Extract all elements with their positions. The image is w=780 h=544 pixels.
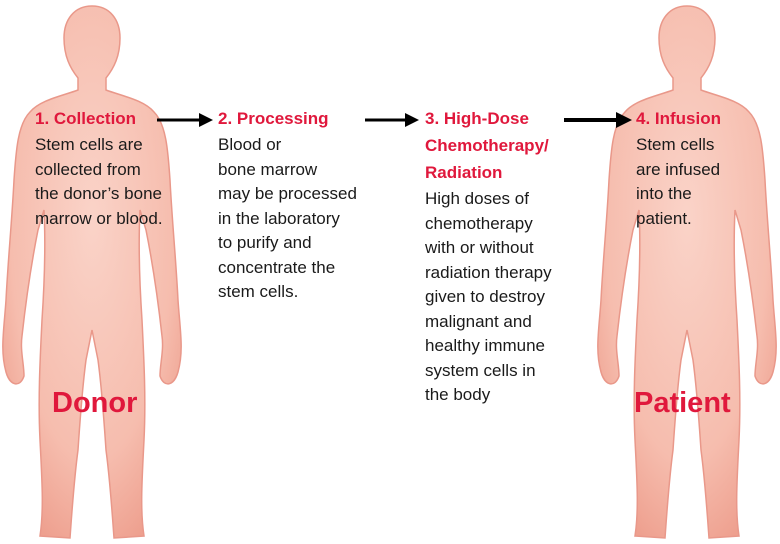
description-line: the donor’s bone xyxy=(35,182,163,207)
description-line: patient. xyxy=(636,207,721,232)
description-line: in the laboratory xyxy=(218,207,357,232)
right-arrow-icon xyxy=(365,110,421,130)
patient-label: Patient xyxy=(634,387,731,419)
donor-body-figure xyxy=(0,0,185,544)
description-line: the body xyxy=(425,383,552,408)
description-line: are infused xyxy=(636,158,721,183)
donor-body-silhouette xyxy=(3,6,181,538)
description-line: into the xyxy=(636,182,721,207)
description-line: concentrate the xyxy=(218,256,357,281)
step-title-line: Radiation xyxy=(425,162,552,184)
description-line: system cells in xyxy=(425,359,552,384)
step-high-dose-therapy: 3. High-Dose Chemotherapy/ Radiation Hig… xyxy=(425,108,552,408)
description-line: Stem cells xyxy=(636,133,721,158)
description-line: chemotherapy xyxy=(425,212,552,237)
description-line: radiation therapy xyxy=(425,261,552,286)
description-line: stem cells. xyxy=(218,280,357,305)
description-line: collected from xyxy=(35,158,163,183)
right-arrow-icon xyxy=(157,110,215,130)
step-title: 1. Collection xyxy=(35,108,163,130)
step-description: High doses of chemotherapy with or witho… xyxy=(425,187,552,408)
description-line: may be processed xyxy=(218,182,357,207)
description-line: given to destroy xyxy=(425,285,552,310)
description-line: healthy immune xyxy=(425,334,552,359)
step-infusion: 4. Infusion Stem cells are infused into … xyxy=(636,108,721,231)
step-title-line: 3. High-Dose xyxy=(425,108,552,130)
step-collection: 1. Collection Stem cells are collected f… xyxy=(35,108,163,231)
right-arrow-icon xyxy=(564,109,634,131)
step-description: Stem cells are collected from the donor’… xyxy=(35,133,163,231)
description-line: with or without xyxy=(425,236,552,261)
description-line: Stem cells are xyxy=(35,133,163,158)
step-title: 2. Processing xyxy=(218,108,357,130)
description-line: marrow or blood. xyxy=(35,207,163,232)
step-title-line: Chemotherapy/ xyxy=(425,135,552,157)
patient-body-figure xyxy=(595,0,780,544)
description-line: to purify and xyxy=(218,231,357,256)
description-line: Blood or xyxy=(218,133,357,158)
description-line: High doses of xyxy=(425,187,552,212)
step-description: Blood or bone marrow may be processed in… xyxy=(218,133,357,305)
patient-body-silhouette xyxy=(598,6,776,538)
donor-label: Donor xyxy=(52,387,137,419)
description-line: malignant and xyxy=(425,310,552,335)
step-processing: 2. Processing Blood or bone marrow may b… xyxy=(218,108,357,305)
step-description: Stem cells are infused into the patient. xyxy=(636,133,721,231)
step-title: 4. Infusion xyxy=(636,108,721,130)
description-line: bone marrow xyxy=(218,158,357,183)
